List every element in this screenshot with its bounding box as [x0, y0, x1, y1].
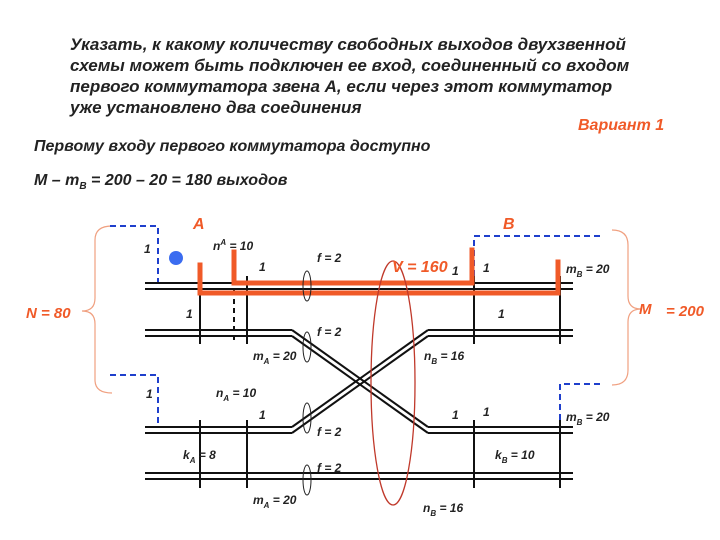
m-total-value: = 200 [666, 303, 705, 320]
orange-path-upper [231, 247, 475, 286]
one-label-b1-out-bottom: 1 [498, 307, 505, 321]
one-label-a2-in-top: 1 [146, 387, 153, 401]
dashed-line-top-right [473, 235, 600, 288]
n-a-label-bottom: nA = 10 [216, 386, 256, 403]
one-label-a2-out-top: 1 [259, 408, 266, 422]
cross-line-up [291, 329, 429, 434]
f-label-2: f = 2 [317, 325, 342, 339]
one-label-b2-in-top: 1 [452, 408, 459, 422]
n-a-label-top: nA = 10 [213, 238, 253, 253]
link-ellipse-4 [302, 464, 312, 496]
dashed-line-bottom-left [110, 374, 159, 428]
formula-lead: M – m [34, 172, 80, 189]
f-label-1: f = 2 [317, 251, 342, 265]
variant-label: Вариант 1 [578, 117, 665, 134]
subtitle: Первому входу первого коммутатора доступ… [34, 138, 431, 155]
k-b-label: kB = 10 [495, 448, 535, 465]
v-label: V = 160 [392, 259, 448, 276]
title-line-2: схемы может быть подключен ее вход, соед… [70, 56, 630, 75]
m-a-label-bottom: mA = 20 [253, 493, 297, 510]
m-b-label-bottom: mB = 20 [566, 410, 610, 427]
formula-tail: = 200 – 20 = 180 выходов [86, 172, 288, 189]
one-label-a1-out-top: 1 [259, 260, 266, 274]
left-brace [81, 225, 113, 394]
title-line-1: Указать, к какому количеству свободных в… [70, 35, 626, 54]
formula-sub: B [79, 181, 87, 193]
h-line-row2-left [145, 329, 292, 337]
orange-path-lower [197, 259, 561, 296]
m-b-label-top: mB = 20 [566, 262, 610, 279]
link-ellipse-1 [302, 270, 312, 302]
h-line-row4 [145, 472, 573, 480]
link-ellipse-3 [302, 402, 312, 434]
one-label-b2-out-top: 1 [483, 405, 490, 419]
dashed-line-top-left [110, 225, 159, 288]
input-dot [169, 251, 183, 265]
k-a-label: kA = 8 [183, 448, 216, 465]
intermediate-lines-ellipse [370, 260, 416, 506]
one-label-b1-out-top: 1 [483, 261, 490, 275]
h-line-row2-right [428, 329, 573, 337]
h-line-row3-right [428, 426, 573, 434]
title-line-4: уже установлено два соединения [70, 98, 362, 117]
stage-b-label: B [503, 216, 515, 233]
title-line-3: первого коммутатора звена А, если через … [70, 77, 613, 96]
h-line-row3-left [145, 426, 292, 434]
right-brace [611, 229, 642, 386]
m-a-label-top: mA = 20 [253, 349, 297, 366]
one-label-a1-in-bottom: 1 [186, 307, 193, 321]
stage-a-label: A [192, 216, 205, 233]
f-label-3: f = 2 [317, 425, 342, 439]
m-total-label: M [639, 301, 652, 318]
one-label-a1-in-top: 1 [144, 242, 151, 256]
f-label-4: f = 2 [317, 461, 342, 475]
n-total-label: N = 80 [26, 305, 71, 322]
link-ellipse-2 [302, 331, 312, 363]
one-label-b1-in-top: 1 [452, 264, 459, 278]
slide-title: Указать, к какому количеству свободных в… [70, 34, 690, 118]
formula: M – mB = 200 – 20 = 180 выходов [34, 172, 287, 192]
n-b-label-top: nB = 16 [424, 349, 464, 366]
dashed-line-bottom-right [559, 383, 600, 428]
n-b-label-bottom: nB = 16 [423, 501, 463, 518]
